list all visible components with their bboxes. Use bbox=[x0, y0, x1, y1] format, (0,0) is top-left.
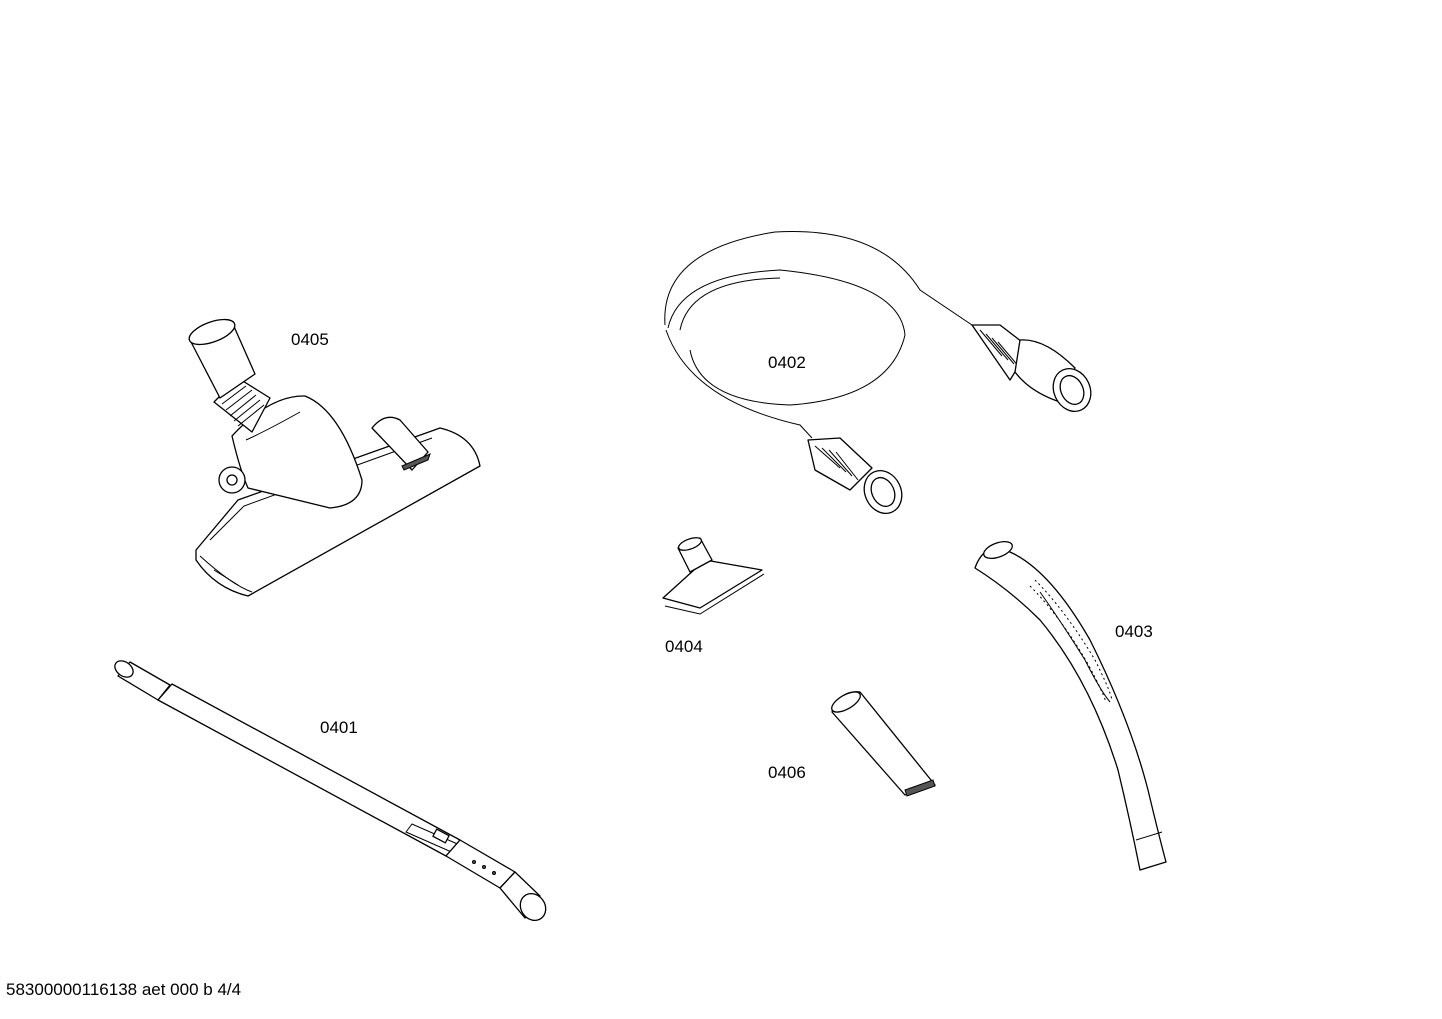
part-label-0405: 0405 bbox=[291, 330, 329, 349]
part-label-0402: 0402 bbox=[768, 353, 806, 372]
upholstery-nozzle-part bbox=[662, 537, 765, 615]
crevice-nozzle-part bbox=[831, 691, 936, 797]
floor-nozzle-part bbox=[188, 318, 481, 597]
telescopic-tube-part bbox=[114, 660, 547, 922]
part-label-0401: 0401 bbox=[320, 718, 358, 737]
document-reference: 58300000116138 aet 000 b 4/4 bbox=[6, 980, 242, 999]
handle-part bbox=[974, 541, 1167, 871]
part-label-0403: 0403 bbox=[1115, 622, 1153, 641]
suction-hose-part bbox=[664, 231, 1092, 514]
part-label-0406: 0406 bbox=[768, 763, 806, 782]
part-label-0404: 0404 bbox=[665, 637, 703, 656]
